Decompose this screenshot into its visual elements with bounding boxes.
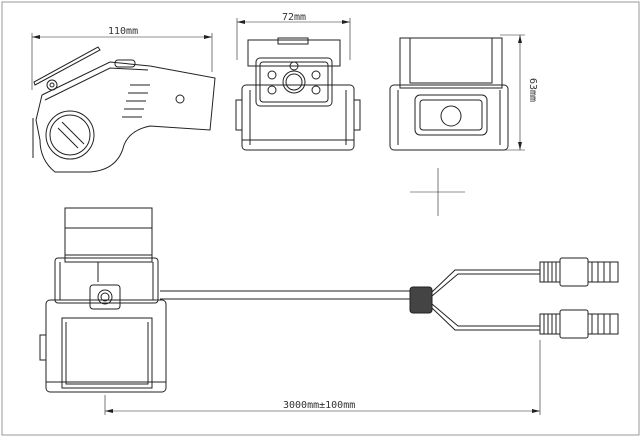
side-view: 110mm	[31, 26, 216, 173]
rear-view: 63mm	[389, 34, 538, 216]
width-dimension-label: 110mm	[108, 26, 138, 37]
cable-length-dimension-label: 3000mm±100mm	[283, 400, 355, 411]
front-width-dimension-label: 72mm	[282, 12, 306, 23]
front-view: 72mm	[235, 12, 361, 151]
cable-assembly-view: 3000mm±100mm	[39, 207, 619, 415]
connector-bottom	[539, 309, 619, 339]
height-dimension-label: 63mm	[527, 78, 538, 102]
crosshair-icon	[410, 168, 465, 216]
connector-top	[539, 257, 619, 287]
